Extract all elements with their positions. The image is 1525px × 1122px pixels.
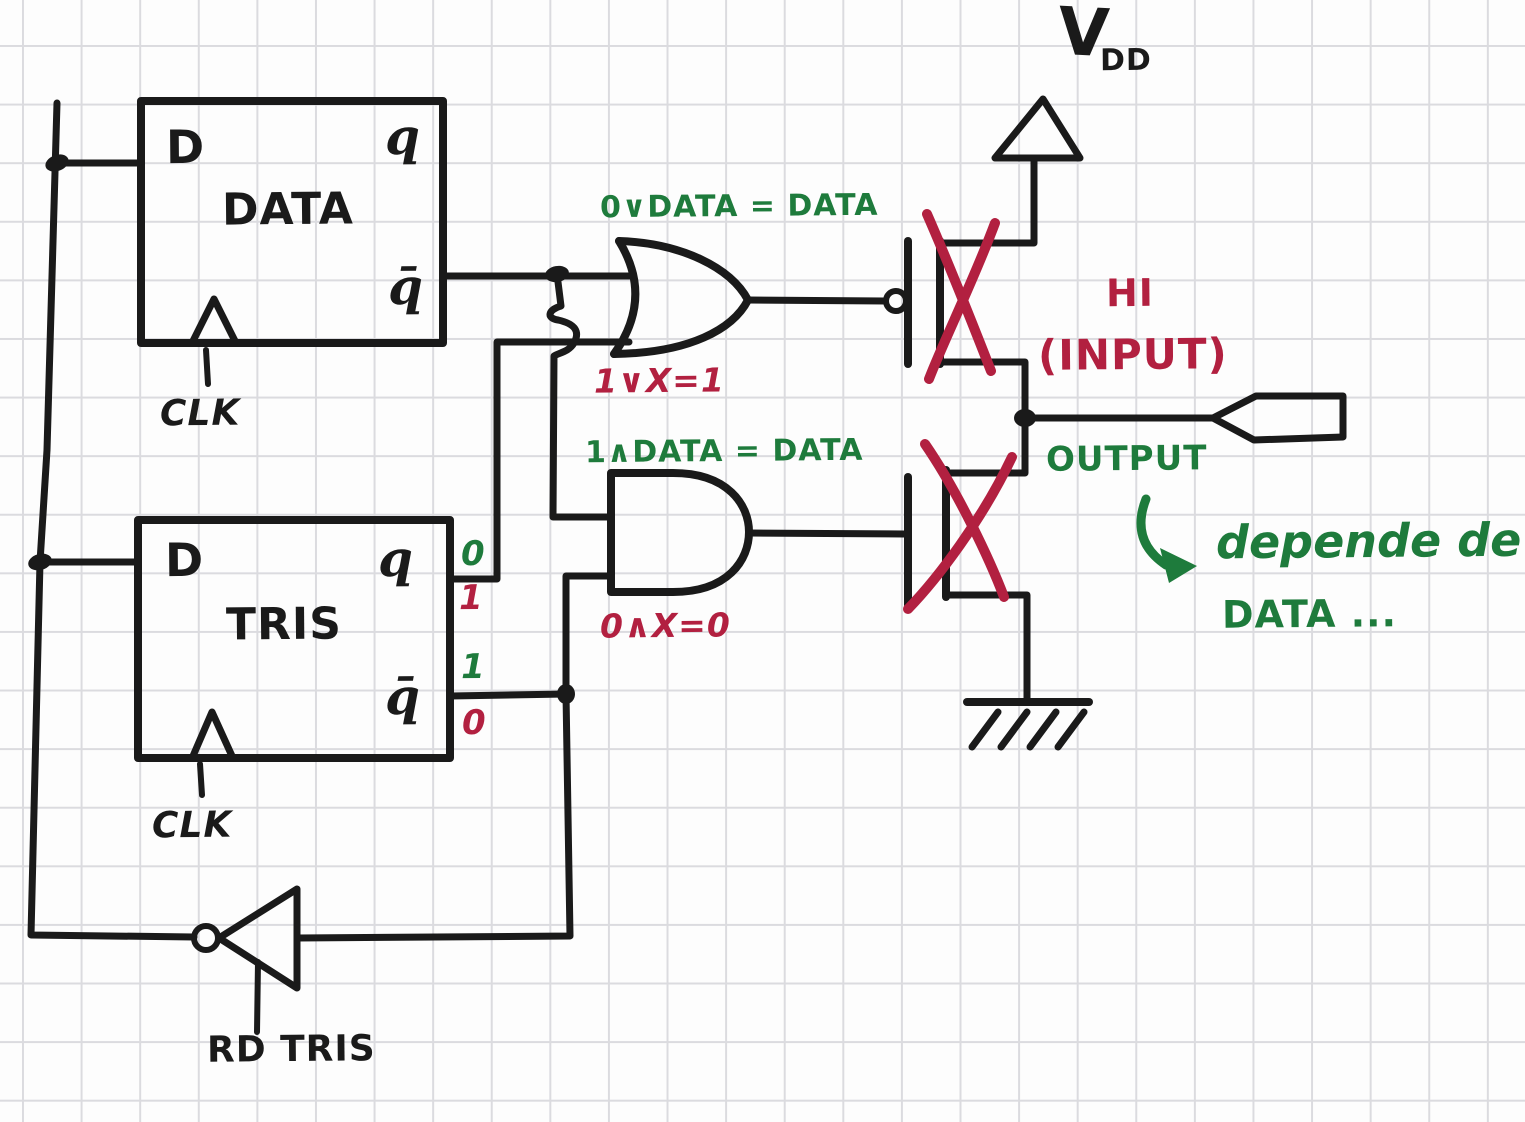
or-gate-symbol (610, 237, 752, 358)
wire-and-to-nmos (745, 529, 908, 538)
tris-qbar-value-red: 0 (461, 702, 487, 744)
tris-ff-d-port-label: D (164, 532, 205, 588)
note-line2: DATA ... (1221, 591, 1398, 637)
and-gate-green-note: 1∧DATA = DATA (584, 432, 864, 471)
tris-ff-qbar-port-label: q̄ (384, 666, 421, 727)
tris-clk-triangle-icon (189, 708, 236, 760)
tris-q-value-green: 0 (460, 533, 486, 575)
tris-q-value-red: 1 (458, 577, 484, 619)
pin-output-label: OUTPUT (1045, 438, 1208, 480)
data-ff-clk-label: CLK (159, 392, 241, 435)
vdd-symbol (991, 95, 1084, 162)
inverter-bubble-icon (191, 923, 221, 953)
nmos-cross-out (903, 439, 1017, 614)
tris-ff-symbol (134, 516, 454, 798)
data-ff-q-port-label: q (384, 106, 421, 167)
and-gate-red-note: 0∧X=0 (599, 605, 731, 646)
wire-tris-qbar (294, 572, 615, 942)
pin-hi-label: HI (1105, 270, 1155, 316)
nmos-symbol (904, 414, 1031, 706)
tris-ff-q-port-label: q (377, 528, 414, 589)
wire-tris-q-to-or (446, 338, 633, 583)
pmos-cross-out (922, 209, 1000, 384)
tris-ff-clk-label: CLK (151, 804, 233, 847)
pin-input-label: (INPUT) (1037, 329, 1228, 380)
wire-or-to-pmos (744, 296, 889, 305)
tris-qbar-value-green: 1 (460, 646, 486, 688)
data-ff-d-port-label: D (165, 119, 206, 175)
data-clk-triangle-icon (188, 295, 240, 347)
pmos-gate-bubble-icon (883, 288, 909, 314)
read-buffer-symbol (191, 885, 301, 1035)
note-arrow-icon (1136, 494, 1197, 583)
wire-qbar-branch-to-and (546, 270, 615, 521)
vdd-arrow-icon (991, 95, 1084, 162)
or-gate-green-note: 0∨DATA = DATA (599, 187, 879, 226)
note-line1: depende de (1215, 512, 1522, 570)
read-buffer-label: RD TRIS (206, 1028, 376, 1071)
and-gate-symbol (607, 469, 753, 596)
data-ff-symbol (137, 97, 447, 387)
data-ff-qbar-port-label: q̄ (387, 256, 424, 317)
tris-ff-title: TRIS (225, 598, 343, 651)
data-ff-title: DATA (221, 183, 355, 236)
io-pin-symbol (1209, 392, 1347, 444)
ground-symbol (963, 698, 1093, 751)
vdd-subscript-label: DD (1099, 42, 1152, 79)
or-gate-red-note: 1∨X=1 (593, 360, 725, 401)
junction-dots (28, 154, 1036, 704)
